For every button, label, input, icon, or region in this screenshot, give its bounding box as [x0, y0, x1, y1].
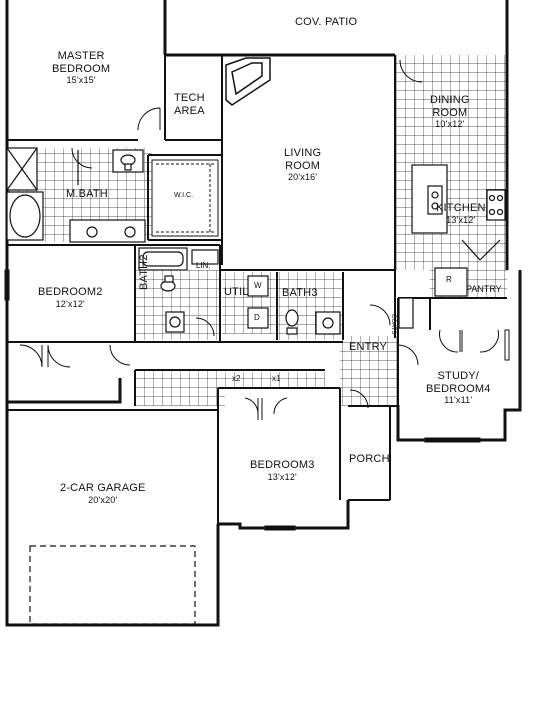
dryer-text: D — [254, 313, 260, 322]
bath3-label: BATH3 — [282, 287, 318, 300]
util-label: UTIL — [224, 286, 249, 299]
kitchen-name: KITCHEN — [436, 202, 486, 214]
master-bedroom-dim: 15'x15' — [66, 75, 96, 86]
lin-name: LIN. — [196, 261, 211, 270]
closet-x1-text: x1 — [272, 374, 281, 383]
garage-dim: 20'x20' — [88, 494, 118, 505]
bedroom3-label: BEDROOM3 13'x12' — [250, 459, 315, 482]
bedroom2-label: BEDROOM2 12'x12' — [38, 286, 103, 309]
m-bath-name: M.BATH — [66, 188, 108, 200]
dining-room-name1: DINING — [430, 94, 470, 106]
living-room-name1: LIVING — [284, 147, 322, 159]
master-bedroom-name1: MASTER — [57, 50, 105, 62]
entry-name: ENTRY — [349, 341, 388, 353]
refrigerator-label: R — [446, 275, 452, 284]
washer-label: W — [254, 281, 262, 290]
garage-name: 2-CAR GARAGE — [60, 482, 146, 494]
study-name1: STUDY/ — [437, 370, 480, 382]
bath3-name: BATH3 — [282, 287, 318, 299]
living-room-dim: 20'x16' — [287, 172, 318, 183]
cov-patio-label: COV. PATIO — [295, 16, 357, 29]
dining-room-dim: 10'x12' — [435, 119, 465, 130]
master-bedroom-label: MASTER BEDROOM 15'x15' — [52, 50, 110, 86]
kitchen-dim: 13'x12' — [446, 214, 476, 225]
hall-baths-fixtures — [138, 247, 414, 335]
living-room-label: LIVING ROOM 20'x16' — [284, 147, 321, 183]
dining-room-name2: ROOM — [432, 106, 468, 119]
windows — [4, 269, 510, 531]
coats-text: COATS — [390, 314, 396, 335]
wic-label: W.I.C. — [174, 192, 193, 200]
washer-text: W — [254, 281, 262, 290]
study-label: STUDY/ BEDROOM4 11'x11' — [426, 370, 491, 406]
study-name2: BEDROOM4 — [426, 382, 491, 395]
kitchen-fixtures — [411, 164, 506, 297]
dryer-label: D — [254, 313, 260, 322]
kitchen-label: KITCHEN 13'x12' — [436, 202, 486, 225]
tech-area-name1: TECH — [174, 92, 205, 104]
garage-door — [29, 545, 196, 625]
master-bedroom-name2: BEDROOM — [52, 62, 111, 75]
study-dim: 11'x11' — [444, 395, 473, 406]
fireplace — [225, 57, 271, 106]
closet-x2-text: x2 — [232, 374, 241, 383]
bedroom3-dim: 13'x12' — [267, 471, 297, 482]
bedroom3-name: BEDROOM3 — [250, 459, 315, 471]
m-bath-label: M.BATH — [66, 188, 108, 201]
garage-label: 2-CAR GARAGE 20'x20' — [60, 482, 146, 505]
bedroom2-dim: 12'x12' — [55, 298, 85, 309]
bath2-label: BATH2 — [138, 254, 151, 290]
bedroom2-name: BEDROOM2 — [38, 286, 103, 298]
lin-label: LIN. — [196, 261, 211, 270]
porch-name: PORCH — [349, 453, 390, 465]
doors — [19, 59, 499, 420]
porch-label: PORCH — [349, 453, 390, 466]
refrigerator-text: R — [446, 275, 452, 284]
bath2-name: BATH2 — [138, 254, 150, 290]
util-name: UTIL — [224, 286, 249, 298]
living-room-name2: ROOM — [285, 159, 321, 172]
cov-patio-name: COV. PATIO — [295, 16, 358, 28]
tech-area-name2: AREA — [174, 104, 205, 117]
coats-label: COATS — [389, 314, 396, 334]
wic-name: W.I.C. — [174, 192, 194, 199]
entry-label: ENTRY — [349, 341, 387, 354]
master-bath-fixtures — [6, 147, 146, 243]
interior-walls — [7, 55, 507, 524]
dining-room-label: DINING ROOM 10'x12' — [430, 94, 470, 130]
pantry-name: PANTRY — [466, 284, 502, 294]
pantry-label: PANTRY — [466, 284, 502, 294]
tech-area-label: TECH AREA — [174, 92, 205, 117]
closet-x2-label: x2 — [232, 374, 240, 383]
wic-shelving — [151, 159, 219, 237]
closet-x1-label: x1 — [272, 374, 280, 383]
